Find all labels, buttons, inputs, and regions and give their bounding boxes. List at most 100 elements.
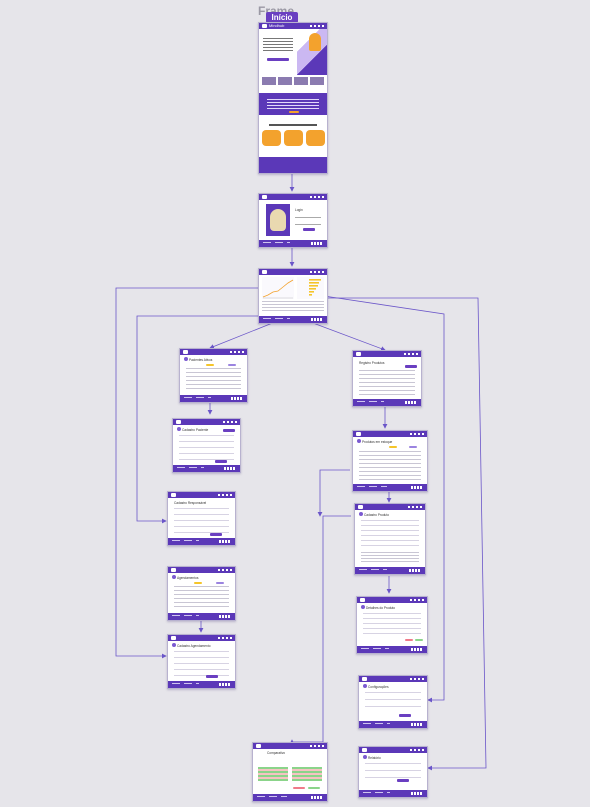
form	[174, 508, 229, 534]
screen-comparativo[interactable]: Comparativo	[252, 742, 328, 802]
screen-header: Mindhub	[259, 23, 327, 29]
service-card-2[interactable]	[284, 130, 303, 146]
logo-icon	[262, 24, 267, 28]
avatar	[172, 643, 176, 647]
screen-cadastro-agendamento[interactable]: Cadastro Agendamento	[167, 634, 236, 689]
filter-chip[interactable]	[216, 582, 224, 584]
screen-header	[353, 351, 421, 357]
hero-cta-button[interactable]	[267, 58, 289, 61]
menu-icons	[218, 637, 232, 639]
screen-login[interactable]: Login	[258, 193, 328, 248]
save-button[interactable]	[399, 714, 411, 717]
screen-header	[359, 676, 427, 682]
add-button[interactable]	[405, 365, 417, 368]
screen-header	[253, 743, 327, 749]
form	[365, 692, 421, 712]
screen-header	[168, 635, 235, 641]
screen-relatorio[interactable]: Relatório	[358, 746, 428, 798]
filter-chip[interactable]	[389, 446, 397, 448]
screen-footer	[353, 484, 427, 491]
screen-footer	[259, 240, 327, 247]
start-badge: Início	[266, 12, 298, 23]
table	[359, 370, 415, 395]
connector-dashboard-pacientes	[209, 319, 281, 349]
cancel-button[interactable]	[405, 639, 413, 641]
table	[186, 368, 241, 391]
screen-configuracao[interactable]: Configurações	[358, 675, 428, 729]
screen-header	[173, 419, 240, 425]
screen-detalhe-produto[interactable]: Detalhes do Produto	[356, 596, 428, 654]
service-card-1[interactable]	[262, 130, 281, 146]
screen-dashboard[interactable]	[258, 268, 328, 324]
page-title: Agendamentos	[177, 576, 199, 580]
dog-image	[270, 209, 286, 231]
hero-pet-image	[309, 33, 321, 51]
logo-icon	[356, 432, 361, 436]
page-title: Cadastro Paciente	[182, 428, 209, 432]
email-field[interactable]	[295, 214, 321, 218]
connector-dashboard-registro	[304, 319, 386, 351]
screen-registro-produtos[interactable]: Registro Produtos	[352, 350, 422, 407]
table-left	[258, 767, 288, 781]
logo-icon	[360, 598, 365, 602]
password-field[interactable]	[295, 221, 321, 225]
login-button[interactable]	[303, 228, 315, 231]
confirm-button[interactable]	[415, 639, 423, 641]
confirm-button[interactable]	[308, 787, 320, 789]
connector-cad-produto-comparativo	[289, 515, 351, 744]
avatar	[361, 605, 365, 609]
page-title: Cadastro Produto	[364, 513, 389, 517]
screen-agendamentos[interactable]: Agendamentos	[167, 566, 236, 621]
services-heading	[269, 124, 317, 126]
page-title: Pacientes Ativos	[189, 358, 213, 362]
bar-chart-thumbnail	[297, 277, 324, 299]
table	[359, 451, 421, 480]
page-title: Cadastro Agendamento	[177, 644, 211, 648]
screen-cadastro-produto[interactable]: Cadastro Produto	[354, 503, 426, 575]
submit-button[interactable]	[206, 675, 218, 678]
generate-button[interactable]	[397, 779, 409, 782]
screen-pacientes-lista[interactable]: Pacientes Ativos	[179, 348, 248, 403]
filter-chip[interactable]	[206, 364, 214, 366]
logo-icon	[256, 744, 261, 748]
save-button[interactable]	[223, 429, 235, 432]
form	[361, 520, 419, 550]
screen-home[interactable]: Mindhub	[258, 22, 328, 174]
filter-chip[interactable]	[228, 364, 236, 366]
submit-button[interactable]	[210, 533, 222, 536]
screen-footer	[359, 790, 427, 797]
connector-dashboard-relatorio	[324, 297, 487, 771]
screen-produtos-lista[interactable]: Produtos em estoque	[352, 430, 428, 492]
avatar	[363, 755, 367, 759]
screen-footer	[357, 646, 427, 653]
about-button[interactable]	[289, 111, 299, 113]
screen-footer	[253, 794, 327, 801]
screen-header	[353, 431, 427, 437]
avatar	[184, 357, 188, 361]
screen-cadastro-responsavel[interactable]: Cadastro Responsável	[167, 491, 236, 546]
home-footer	[259, 157, 327, 173]
connector-dashboard-cad-resp	[136, 315, 264, 524]
filter-chip[interactable]	[194, 582, 202, 584]
form	[179, 435, 234, 461]
menu-icons	[223, 421, 237, 423]
login-title: Login	[295, 208, 303, 212]
page-title: Configurações	[368, 685, 389, 689]
submit-button[interactable]	[215, 460, 227, 463]
screen-footer	[259, 316, 327, 323]
screen-header	[259, 269, 327, 275]
avatar	[357, 439, 361, 443]
filter-chip[interactable]	[409, 446, 417, 448]
menu-icons	[410, 678, 424, 680]
items-table	[361, 552, 419, 564]
form	[174, 651, 229, 677]
table-right	[292, 767, 322, 781]
menu-icons	[230, 351, 244, 353]
cancel-button[interactable]	[293, 787, 305, 789]
screen-cadastro-paciente[interactable]: Cadastro Paciente	[172, 418, 241, 473]
screen-header	[168, 492, 235, 498]
screen-footer	[180, 395, 247, 402]
service-card-3[interactable]	[306, 130, 325, 146]
page-title: Produtos em estoque	[362, 440, 393, 444]
feature-strip	[262, 77, 324, 85]
